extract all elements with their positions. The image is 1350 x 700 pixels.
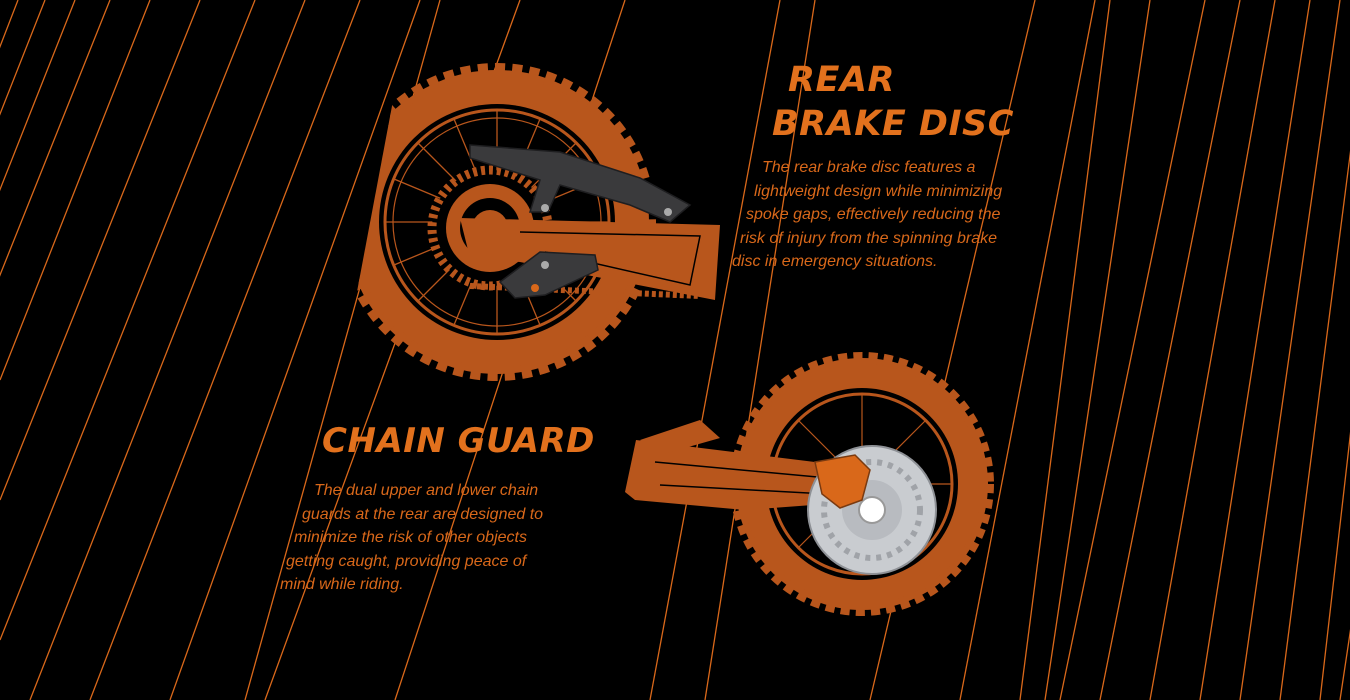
chain-guard-illustration	[338, 63, 720, 381]
description-line: lightweight design while minimizing	[754, 182, 1003, 200]
chain-guard-title: CHAIN GUARD	[322, 420, 595, 462]
description-line: The rear brake disc features a	[762, 159, 976, 176]
rear-brake-disc-title: REAR BRAKE DISC	[772, 58, 1014, 146]
description-line: minimize the risk of other objects	[294, 529, 527, 546]
rear-brake-title-line: BRAKE DISC	[772, 104, 1014, 144]
brake-disc-illustration	[625, 352, 994, 616]
description-line: getting caught, providing peace of	[286, 552, 527, 570]
description-line: The dual upper and lower chain	[314, 482, 539, 499]
description-line: disc in emergency situations.	[732, 253, 938, 270]
chain-guard-title-text: CHAIN GUARD	[322, 421, 595, 461]
description-line: guards at the rear are designed to	[302, 505, 544, 523]
rear-brake-title-line: REAR	[788, 60, 895, 100]
description-line: risk of injury from the spinning brake	[740, 229, 997, 247]
description-line: spoke gaps, effectively reducing the	[746, 206, 1001, 223]
description-line: mind while riding.	[280, 576, 404, 593]
rear-brake-disc-description: The rear brake disc features a lightweig…	[732, 156, 1003, 274]
chain-guard-description: The dual upper and lower chain guards at…	[280, 479, 543, 597]
